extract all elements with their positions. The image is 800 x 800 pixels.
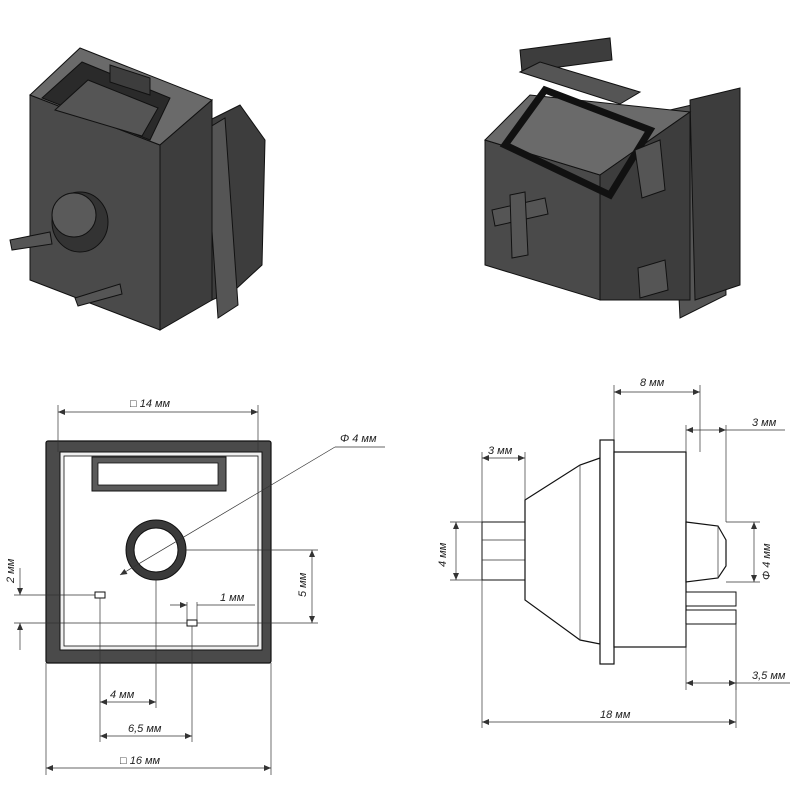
dim-side-button-3-label: 3 мм	[752, 417, 777, 429]
dim-side-diameter-label: Φ 4 мм	[761, 543, 773, 580]
dim-side-height-label: 4 мм	[437, 542, 449, 567]
dim-side-left-3-label: 3 мм	[488, 445, 513, 457]
front-view-dimensions	[14, 405, 385, 775]
dim-pin-offset-small-label: 1 мм	[220, 592, 245, 604]
dim-bottom-width-label: □ 16 мм	[120, 755, 161, 767]
dim-button-height-label: 5 мм	[297, 572, 309, 597]
side-view-dimensions	[450, 385, 790, 728]
isometric-view-front	[9, 47, 266, 331]
dim-pin-spacing-65-label: 6,5 мм	[128, 723, 162, 735]
dim-terminal-label: 3,5 мм	[752, 670, 786, 682]
dim-pin-offset-vertical-label: 2 мм	[5, 558, 17, 584]
dim-pin-spacing-4-label: 4 мм	[110, 689, 135, 701]
dim-side-depth-label: 8 мм	[640, 377, 665, 389]
side-view	[481, 439, 737, 665]
dim-top-width-label: □ 14 мм	[130, 398, 171, 410]
dim-total-length-label: 18 мм	[600, 709, 631, 721]
isometric-view-back	[484, 37, 741, 319]
dim-button-diameter-label: Φ 4 мм	[340, 433, 377, 445]
